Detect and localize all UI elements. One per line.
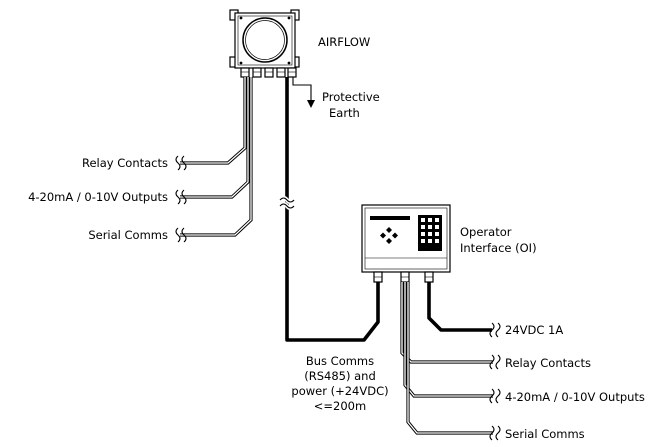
oi-serial-break: [489, 425, 501, 441]
airflow-output-serial-label: Serial Comms: [88, 228, 168, 242]
oi-serial-cable: [406, 282, 493, 435]
protective-earth-label-1: Protective: [322, 90, 380, 104]
protective-earth-wire: [292, 77, 315, 108]
oi-relay-cable: [400, 282, 493, 364]
airflow-label: AIRFLOW: [318, 35, 370, 49]
bus-label-1: Bus Comms: [306, 354, 374, 368]
oi-output-serial-label: Serial Comms: [505, 427, 585, 441]
protective-earth-label-2: Earth: [329, 106, 360, 120]
oi-label-2: Interface (OI): [460, 241, 537, 255]
airflow-serial-cable: [180, 77, 253, 237]
oi-relay-break: [489, 354, 501, 370]
bus-label-2: (RS485) and: [304, 369, 376, 383]
oi-output-relay-label: Relay Contacts: [505, 356, 591, 370]
oi-power-label: 24VDC 1A: [505, 323, 563, 337]
airflow-analog-cable: [180, 77, 250, 199]
airflow-relay-break: [175, 155, 187, 171]
operator-interface-enclosure: [361, 204, 451, 283]
bus-comms-cable: [279, 77, 380, 342]
bus-label-4: <=200m: [314, 399, 366, 413]
airflow-output-analog-label: 4-20mA / 0-10V Outputs: [28, 190, 168, 204]
oi-power-break: [489, 322, 501, 338]
airflow-serial-break: [175, 227, 187, 243]
oi-analog-cable: [403, 282, 493, 398]
oi-power-cable: [427, 282, 492, 332]
airflow-output-relay-label: Relay Contacts: [82, 156, 168, 170]
airflow-analog-break: [175, 189, 187, 205]
oi-analog-break: [489, 388, 501, 404]
airflow-relay-cable: [180, 77, 247, 165]
bus-label-3: power (+24VDC): [291, 384, 388, 398]
oi-output-analog-label: 4-20mA / 0-10V Outputs: [505, 390, 645, 404]
airflow-enclosure: [229, 9, 300, 78]
oi-label-1: Operator: [460, 225, 512, 239]
